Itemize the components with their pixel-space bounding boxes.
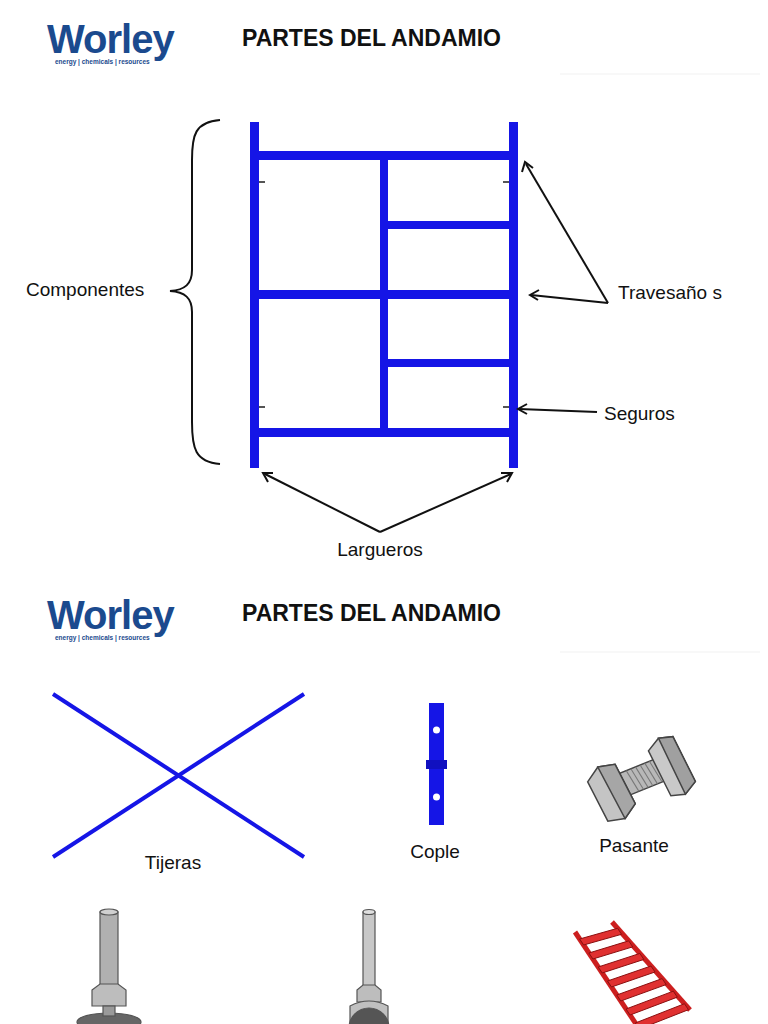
lock-pins — [259, 182, 509, 407]
part-label: Seguros — [604, 403, 675, 426]
part-label: Travesaño s — [618, 282, 722, 305]
coupler — [426, 703, 447, 825]
part-label: Pasante — [599, 835, 669, 858]
logo-tagline: energy | chemicals | resources — [55, 58, 150, 66]
brace — [170, 120, 220, 464]
caster-wheel — [349, 910, 389, 1024]
logo-wordmark: Worley — [47, 591, 174, 639]
stair — [575, 922, 690, 1024]
scaffold-frame — [250, 122, 518, 468]
leveling-jack — [77, 909, 141, 1024]
slide-title: PARTES DEL ANDAMIO — [242, 25, 501, 53]
part-label: Componentes — [26, 279, 144, 302]
divider — [560, 74, 760, 75]
leader-lines — [263, 162, 608, 532]
logo-tagline: energy | chemicals | resources — [55, 634, 150, 642]
part-label: Tijeras — [145, 852, 201, 875]
divider — [560, 652, 760, 653]
part-label: Largueros — [337, 539, 423, 562]
bolt — [582, 731, 698, 826]
logo-wordmark: Worley — [47, 15, 174, 63]
cross-brace — [53, 694, 304, 857]
slide-title: PARTES DEL ANDAMIO — [242, 600, 501, 628]
part-label: Cople — [410, 841, 460, 864]
